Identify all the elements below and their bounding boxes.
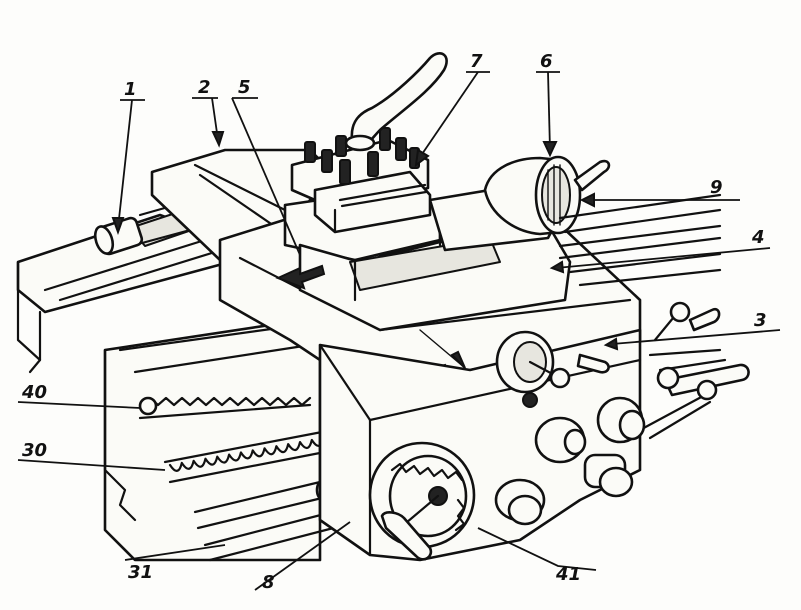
cross-feed-handwheel <box>495 330 610 408</box>
label-41: 41 <box>555 564 581 585</box>
lever-group <box>638 301 750 440</box>
apron-knobs <box>494 396 646 526</box>
label-2: 2 <box>198 77 211 98</box>
label-5: 5 <box>238 77 251 98</box>
rack-gear <box>138 396 312 420</box>
label-1: 1 <box>124 79 137 100</box>
lead-screw <box>163 430 327 484</box>
apron-panel <box>103 320 322 562</box>
label-6: 6 <box>540 51 553 72</box>
shaft-collar <box>93 196 207 256</box>
label-30: 30 <box>22 440 47 461</box>
apron-handwheel <box>368 441 476 561</box>
label-3: 3 <box>754 310 767 331</box>
leader-lines <box>17 71 781 591</box>
gear-wheel <box>483 155 722 287</box>
tool-post <box>290 52 448 234</box>
label-4: 4 <box>751 227 765 248</box>
label-40: 40 <box>21 382 47 403</box>
part-labels: 1 2 5 7 6 9 4 3 40 30 31 8 41 <box>21 51 767 593</box>
label-7: 7 <box>470 51 483 72</box>
label-9: 9 <box>710 177 723 198</box>
label-31: 31 <box>128 562 153 583</box>
label-8: 8 <box>262 572 275 593</box>
